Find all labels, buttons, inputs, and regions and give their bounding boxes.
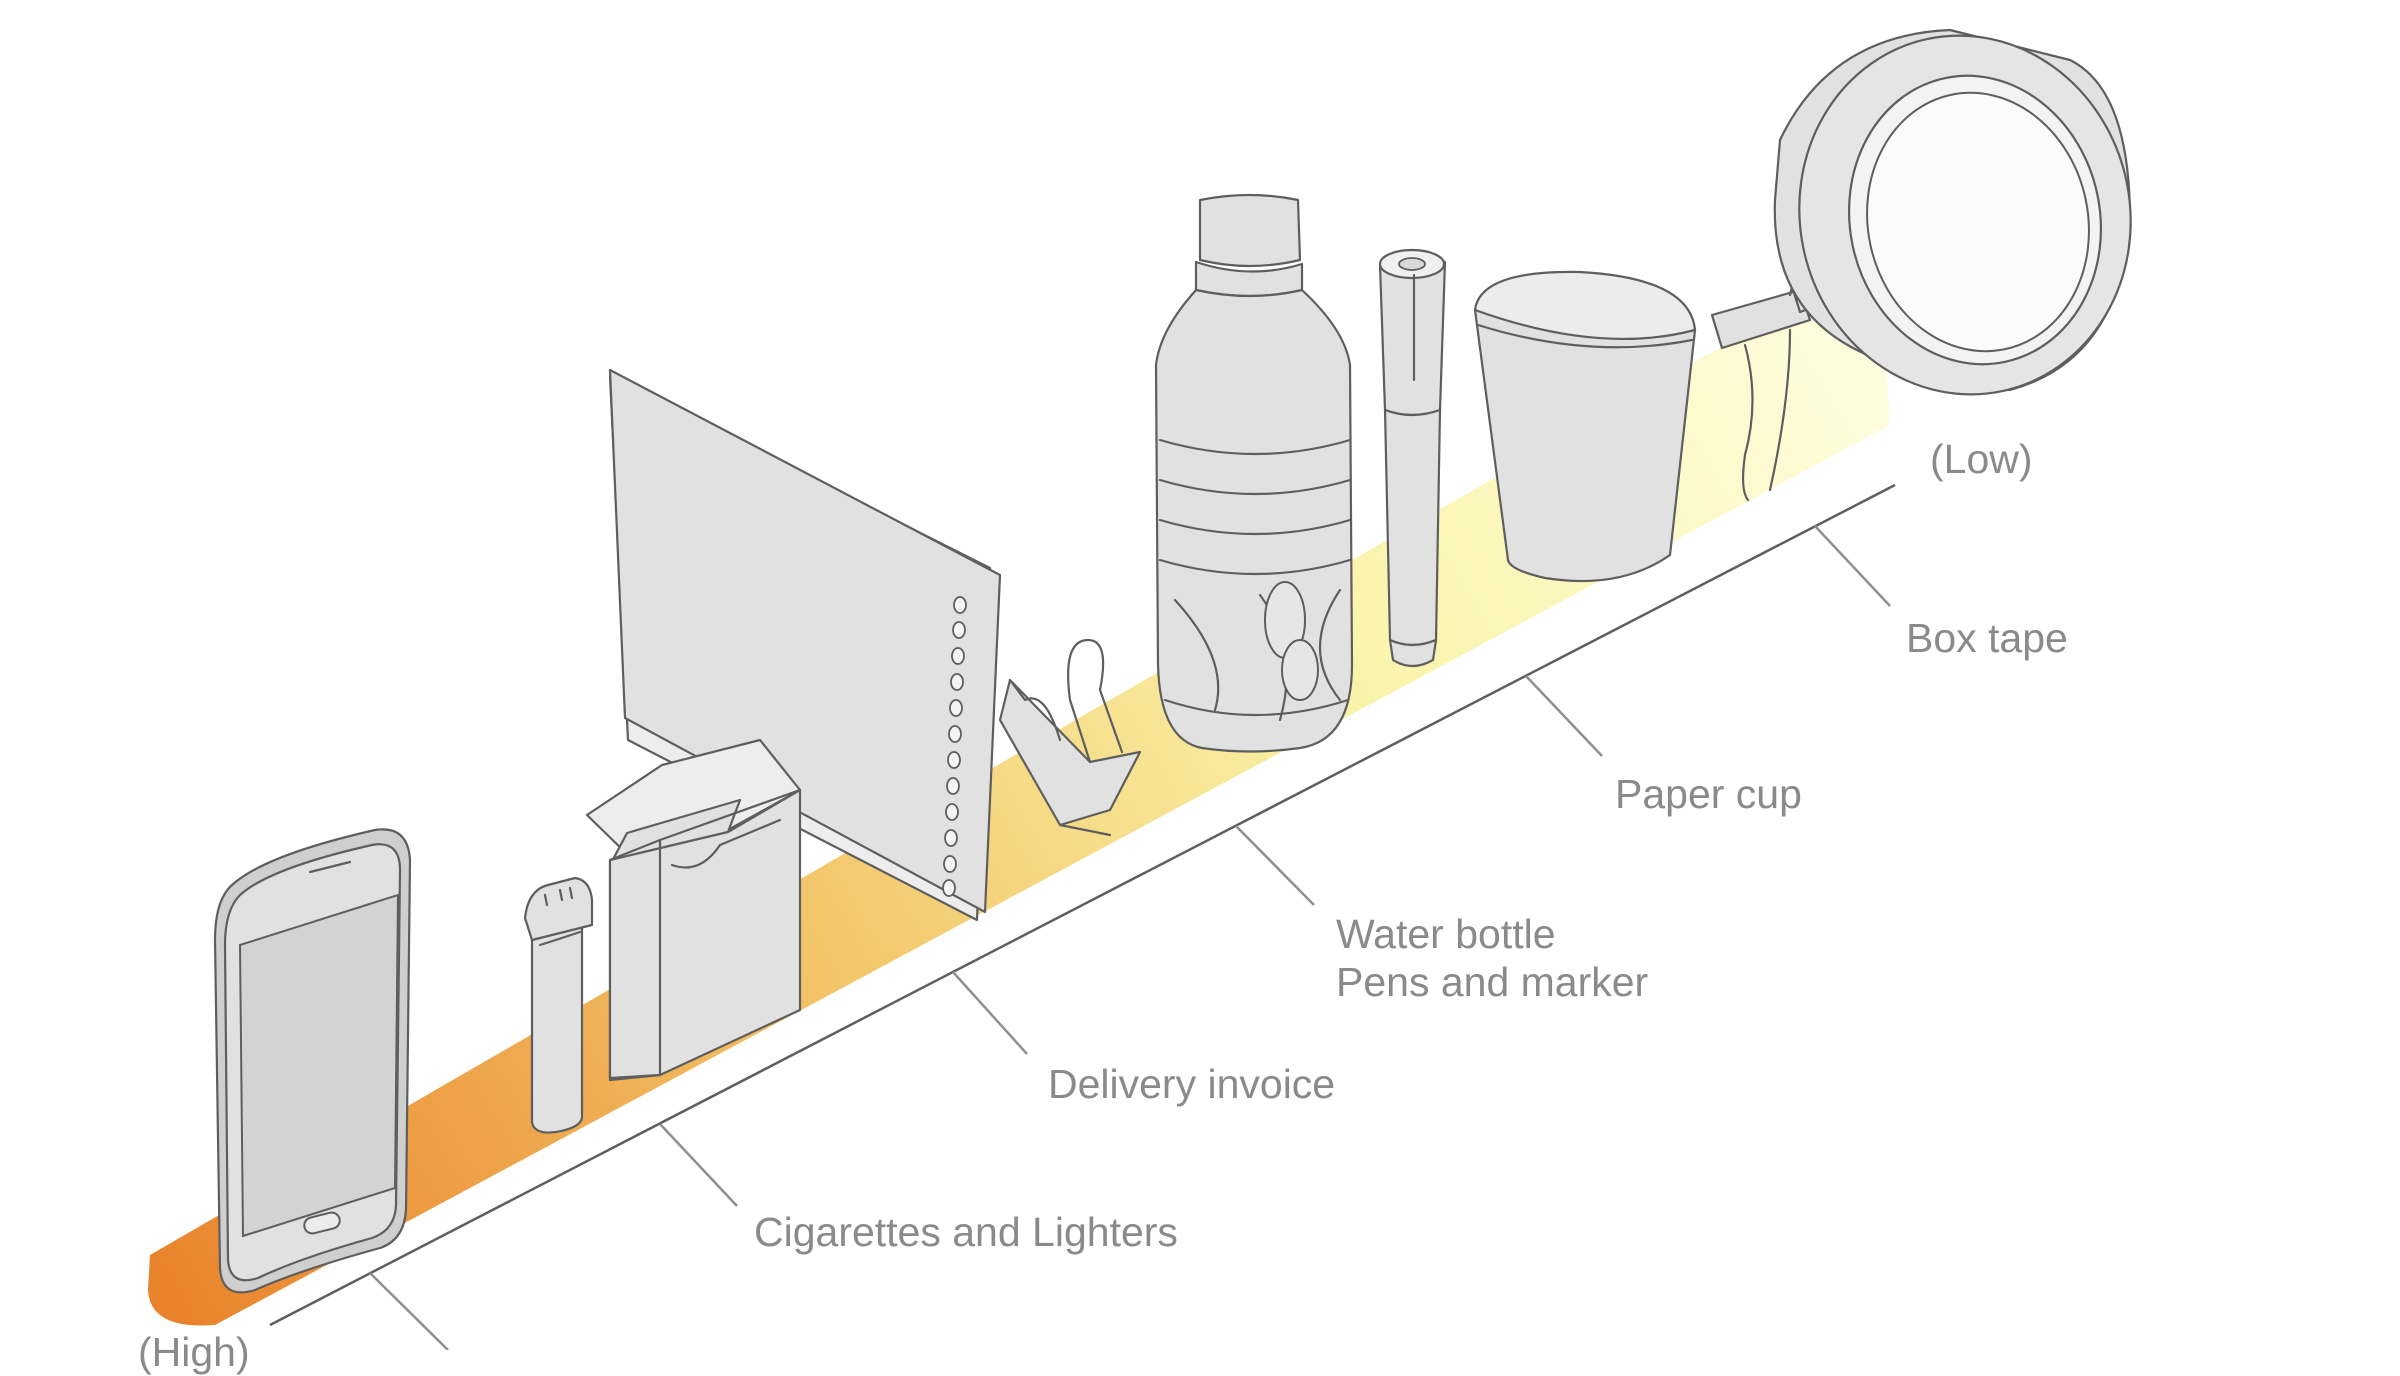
leader-high	[369, 1272, 449, 1351]
leader-bottle	[1235, 825, 1315, 906]
label-box-tape: Box tape	[1906, 615, 2068, 661]
label-water-bottle: Water bottle	[1336, 911, 1556, 957]
leader-cigarettes	[659, 1123, 738, 1207]
scale-axis-line	[269, 483, 1896, 1327]
leader-invoice	[952, 971, 1028, 1055]
leader-cup	[1525, 675, 1603, 757]
risk-gradient-band	[148, 255, 1890, 1326]
box-tape-roll-icon	[1773, 28, 2132, 396]
label-cigarettes-lighters: Cigarettes and Lighters	[754, 1209, 1178, 1255]
invoice-paper-icon	[608, 368, 1002, 922]
scale-high-label: (High)	[138, 1329, 250, 1375]
binder-clip-icon	[998, 638, 1142, 837]
water-bottle-icon	[1154, 193, 1354, 753]
smartphone-icon	[213, 828, 412, 1294]
leader-tape	[1814, 525, 1891, 607]
label-pens-marker: Pens and marker	[1336, 959, 1649, 1005]
paper-cup-icon	[1473, 270, 1697, 583]
marker-pen-icon	[1378, 248, 1447, 668]
label-delivery-invoice: Delivery invoice	[1048, 1061, 1336, 1107]
scale-low-label: (Low)	[1930, 436, 2033, 482]
label-paper-cup: Paper cup	[1615, 771, 1802, 817]
lighter-icon	[523, 876, 594, 1134]
cigarette-pack-icon	[585, 738, 802, 1082]
